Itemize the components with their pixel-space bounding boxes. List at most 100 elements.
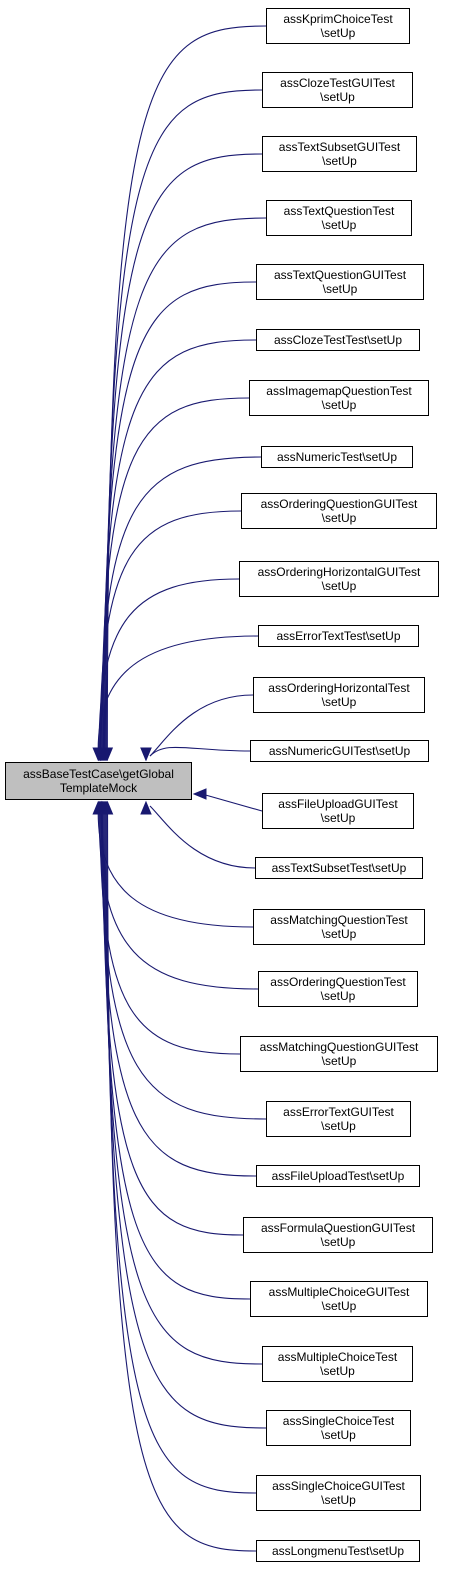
call-edge-singlechoice [105, 811, 267, 1429]
node-label-line: \setUp [320, 989, 356, 1003]
caller-node-textquestiongui[interactable]: assTextQuestionGUITest\setUp [256, 264, 424, 300]
node-label-line: assTextQuestionGUITest [273, 268, 407, 282]
caller-node-imagemap[interactable]: assImagemapQuestionTest\setUp [249, 380, 429, 416]
caller-node-multiplechoicegui[interactable]: assMultipleChoiceGUITest\setUp [250, 1281, 428, 1317]
arrowhead [140, 747, 152, 762]
caller-node-longmenu[interactable]: assLongmenuTest\setUp [256, 1540, 420, 1562]
caller-node-orderinghorizgui[interactable]: assOrderingHorizontalGUITest\setUp [239, 561, 439, 597]
call-edge-orderinggui [99, 510, 242, 751]
caller-node-textsubsetgui[interactable]: assTextSubsetGUITest\setUp [262, 136, 417, 172]
node-label-line: assOrderingQuestionTest [270, 975, 406, 989]
call-edge-clozegui [105, 89, 263, 751]
node-label-line: assFormulaQuestionGUITest [260, 1221, 416, 1235]
node-label-line: \setUp [321, 1493, 356, 1507]
node-label-line: \setUp [321, 1299, 357, 1313]
node-label-line: \setUp [321, 511, 357, 525]
node-label-line: \setUp [321, 1428, 356, 1442]
call-edge-orderinghoriz [149, 694, 254, 757]
call-edge-numericgui [149, 746, 251, 757]
caller-node-errortext[interactable]: assErrorTextTest\setUp [258, 625, 419, 647]
call-edge-textquestion [103, 217, 267, 751]
call-edge-numeric [100, 456, 262, 751]
caller-node-numeric[interactable]: assNumericTest\setUp [261, 446, 413, 468]
node-label-line: assKprimChoiceTest [283, 12, 393, 26]
arrowhead [92, 747, 104, 762]
call-edge-ordering [98, 811, 259, 990]
node-label-line: assOrderingQuestionGUITest [260, 497, 418, 511]
caller-node-matchinggui[interactable]: assMatchingQuestionGUITest\setUp [240, 1036, 438, 1072]
node-label-line: assImagemapQuestionTest [266, 384, 412, 398]
caller-node-orderinghoriz[interactable]: assOrderingHorizontalTest\setUp [253, 677, 425, 713]
call-edge-imagemap [101, 397, 250, 751]
node-label-line: assMultipleChoiceGUITest [268, 1285, 410, 1299]
node-label-line: assErrorTextTest\setUp [276, 629, 401, 643]
node-label-line: \setUp [321, 1054, 357, 1068]
call-edge-fileuploadgui [201, 793, 263, 812]
node-label-line: \setUp [322, 154, 357, 168]
node-label-line: assFileUploadGUITest [278, 797, 398, 811]
call-edge-clozetest [102, 339, 257, 751]
node-label-line: \setUp [321, 1119, 356, 1133]
call-edge-matching [97, 811, 254, 928]
caller-node-singlechoicegui[interactable]: assSingleChoiceGUITest\setUp [256, 1475, 421, 1511]
node-label-line: assMatchingQuestionTest [270, 913, 408, 927]
node-label-line: \setUp [322, 282, 358, 296]
call-edge-errortextgui [100, 811, 267, 1120]
node-label-line: assClozeTestGUITest [280, 76, 395, 90]
call-edge-textsubset [149, 805, 256, 869]
caller-node-singlechoice[interactable]: assSingleChoiceTest\setUp [266, 1410, 411, 1446]
caller-node-textquestion[interactable]: assTextQuestionTest\setUp [266, 200, 412, 236]
node-label-line: assErrorTextGUITest [283, 1105, 394, 1119]
node-label-line: \setUp [320, 26, 356, 40]
node-label-line: \setUp [321, 398, 357, 412]
node-label-line: \setUp [321, 218, 357, 232]
call-edge-formulagui [102, 811, 244, 1236]
arrowhead [140, 800, 152, 815]
node-label-line: assNumericTest\setUp [276, 450, 398, 464]
caller-node-formulagui[interactable]: assFormulaQuestionGUITest\setUp [243, 1217, 433, 1253]
node-label-line: assLongmenuTest\setUp [271, 1544, 405, 1558]
node-label-line: \setUp [320, 90, 355, 104]
caller-node-ordering[interactable]: assOrderingQuestionTest\setUp [258, 971, 418, 1007]
node-label-line: assClozeTestTest\setUp [273, 333, 403, 347]
call-edge-orderinghorizgui [98, 578, 240, 751]
node-label-line: assTextQuestionTest [283, 204, 395, 218]
call-edge-fileupload [101, 811, 257, 1177]
caller-node-errortextgui[interactable]: assErrorTextGUITest\setUp [266, 1101, 411, 1137]
arrowhead [192, 788, 207, 800]
node-label-line: \setUp [321, 579, 357, 593]
caller-node-orderinggui[interactable]: assOrderingQuestionGUITest\setUp [241, 493, 437, 529]
call-edge-longmenu [107, 811, 257, 1552]
caller-node-matching[interactable]: assMatchingQuestionTest\setUp [253, 909, 425, 945]
caller-node-multiplechoice[interactable]: assMultipleChoiceTest\setUp [262, 1346, 413, 1382]
node-label-line: assNumericGUITest\setUp [268, 744, 411, 758]
node-label-line: assMatchingQuestionGUITest [259, 1040, 419, 1054]
caller-node-kprim[interactable]: assKprimChoiceTest\setUp [266, 8, 410, 44]
node-label-line: assMultipleChoiceTest [277, 1350, 398, 1364]
caller-node-numericgui[interactable]: assNumericGUITest\setUp [250, 740, 429, 762]
caller-node-clozetest[interactable]: assClozeTestTest\setUp [256, 329, 420, 351]
caller-node-clozegui[interactable]: assClozeTestGUITest\setUp [262, 72, 413, 108]
node-label-line: assTextSubsetGUITest [278, 140, 401, 154]
node-label-line: assSingleChoiceGUITest [272, 1479, 405, 1493]
node-label-line: \setUp [321, 927, 357, 941]
caller-node-fileuploadgui[interactable]: assFileUploadGUITest\setUp [262, 793, 414, 829]
node-label-line: assOrderingHorizontalGUITest [257, 565, 421, 579]
arrowhead [101, 800, 114, 815]
node-label-line: \setUp [320, 1364, 355, 1378]
caller-node-textsubset[interactable]: assTextSubsetTest\setUp [255, 857, 423, 879]
node-label-line: \setUp [320, 811, 356, 825]
call-edge-errortext [97, 635, 259, 751]
node-label-line: \setUp [320, 1235, 356, 1249]
node-label-line: assSingleChoiceTest [282, 1414, 395, 1428]
node-label-line: assBaseTestCase\getGlobal [23, 767, 174, 781]
node-label-line: assFileUploadTest\setUp [271, 1169, 405, 1183]
call-edge-kprim [106, 25, 267, 751]
node-label-line: assOrderingHorizontalTest [268, 681, 410, 695]
node-label-line: \setUp [321, 695, 357, 709]
caller-node-fileupload[interactable]: assFileUploadTest\setUp [256, 1165, 420, 1187]
node-label-line: assTextSubsetTest\setUp [271, 861, 407, 875]
